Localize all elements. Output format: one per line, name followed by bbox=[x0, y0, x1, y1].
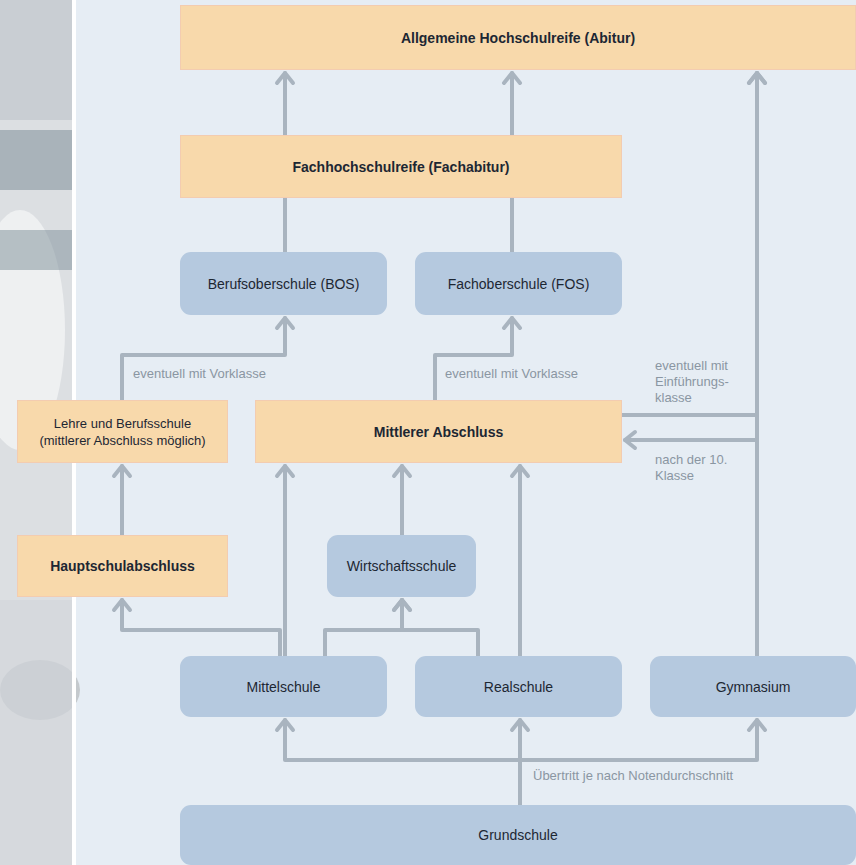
box-text: Gymnasium bbox=[716, 678, 791, 696]
photo-shade bbox=[0, 600, 72, 865]
arrow-head bbox=[277, 73, 293, 83]
connector-line bbox=[520, 720, 757, 805]
edge-label: eventuell mit Vorklasse bbox=[445, 366, 615, 382]
box-text: Grundschule bbox=[478, 826, 557, 844]
training-box: Lehre und Berufsschule (mittlerer Abschl… bbox=[17, 400, 228, 463]
connector bbox=[504, 73, 520, 135]
connector-line bbox=[435, 318, 512, 400]
connector-line bbox=[400, 466, 404, 535]
box-text: Allgemeine Hochschulreife (Abitur) bbox=[401, 29, 635, 47]
connector-line bbox=[622, 73, 757, 415]
arrow-head bbox=[277, 318, 293, 328]
connector-line bbox=[510, 73, 514, 135]
connector bbox=[622, 73, 765, 415]
arrow-head bbox=[114, 466, 130, 476]
box-text: Lehre und Berufsschule (mittlerer Abschl… bbox=[27, 415, 218, 449]
connector-line bbox=[325, 600, 402, 656]
school-box: Grundschule bbox=[180, 805, 856, 865]
degree-box: Allgemeine Hochschulreife (Abitur) bbox=[180, 5, 856, 70]
photo-shade bbox=[0, 130, 72, 190]
connector bbox=[285, 198, 286, 252]
school-box: Wirtschaftsschule bbox=[327, 535, 476, 597]
connector-line bbox=[122, 600, 280, 656]
connector bbox=[114, 466, 130, 535]
arrow-head bbox=[625, 432, 635, 448]
connector bbox=[277, 720, 520, 805]
connector bbox=[435, 318, 520, 400]
connector-line bbox=[120, 466, 124, 535]
connector bbox=[114, 600, 280, 656]
box-text: Fachoberschule (FOS) bbox=[448, 275, 590, 293]
connector bbox=[325, 600, 410, 656]
connector-line bbox=[510, 198, 514, 252]
edge-label: eventuell mit Vorklasse bbox=[133, 366, 303, 382]
note-label: Übertritt je nach Notendurchschnitt bbox=[533, 768, 793, 784]
connector-line bbox=[283, 466, 287, 656]
connector-line bbox=[625, 440, 757, 656]
connector bbox=[394, 600, 478, 656]
connector bbox=[512, 466, 528, 656]
connector bbox=[277, 466, 293, 656]
connector bbox=[625, 432, 757, 656]
degree-box: Mittlerer Abschluss bbox=[255, 400, 622, 463]
arrow-head bbox=[512, 466, 528, 476]
box-text: Mittlerer Abschluss bbox=[374, 423, 503, 441]
school-box: Realschule bbox=[415, 656, 622, 717]
photo-shade bbox=[0, 0, 72, 120]
connector bbox=[122, 318, 293, 400]
arrow-head bbox=[277, 720, 293, 730]
arrow-head bbox=[504, 318, 520, 328]
connector bbox=[512, 198, 513, 252]
school-box: Berufsoberschule (BOS) bbox=[180, 252, 387, 315]
connector-line bbox=[518, 466, 522, 656]
connector bbox=[277, 73, 293, 135]
school-box: Fachoberschule (FOS) bbox=[415, 252, 622, 315]
connector bbox=[520, 720, 765, 805]
arrow-head bbox=[512, 720, 528, 730]
school-box: Gymnasium bbox=[650, 656, 856, 717]
connector bbox=[394, 466, 410, 535]
arrow-head bbox=[749, 720, 765, 730]
arrow-head bbox=[114, 600, 130, 610]
connector-line bbox=[285, 720, 520, 805]
box-text: Berufsoberschule (BOS) bbox=[208, 275, 360, 293]
connector-line bbox=[283, 73, 287, 135]
degree-box: Hauptschulabschluss bbox=[17, 535, 228, 597]
arrow-head bbox=[277, 466, 293, 476]
degree-box: Fachhochschulreife (Fachabitur) bbox=[180, 135, 622, 198]
arrow-head bbox=[394, 466, 410, 476]
school-box: Mittelschule bbox=[180, 656, 387, 717]
box-text: Realschule bbox=[484, 678, 553, 696]
edge-label: eventuell mit Einführungs- klasse bbox=[655, 358, 751, 406]
arrow-head bbox=[749, 73, 765, 83]
connector-line bbox=[283, 198, 287, 252]
connector-line bbox=[402, 600, 478, 656]
arrow-head bbox=[504, 73, 520, 83]
box-text: Wirtschaftsschule bbox=[347, 557, 457, 575]
connector-line bbox=[122, 318, 285, 400]
box-text: Fachhochschulreife (Fachabitur) bbox=[292, 158, 509, 176]
arrow-head bbox=[394, 600, 410, 610]
box-text: Hauptschulabschluss bbox=[50, 557, 195, 575]
box-text: Mittelschule bbox=[247, 678, 321, 696]
photo-shade bbox=[0, 230, 72, 270]
edge-label: nach der 10. Klasse bbox=[655, 452, 755, 484]
